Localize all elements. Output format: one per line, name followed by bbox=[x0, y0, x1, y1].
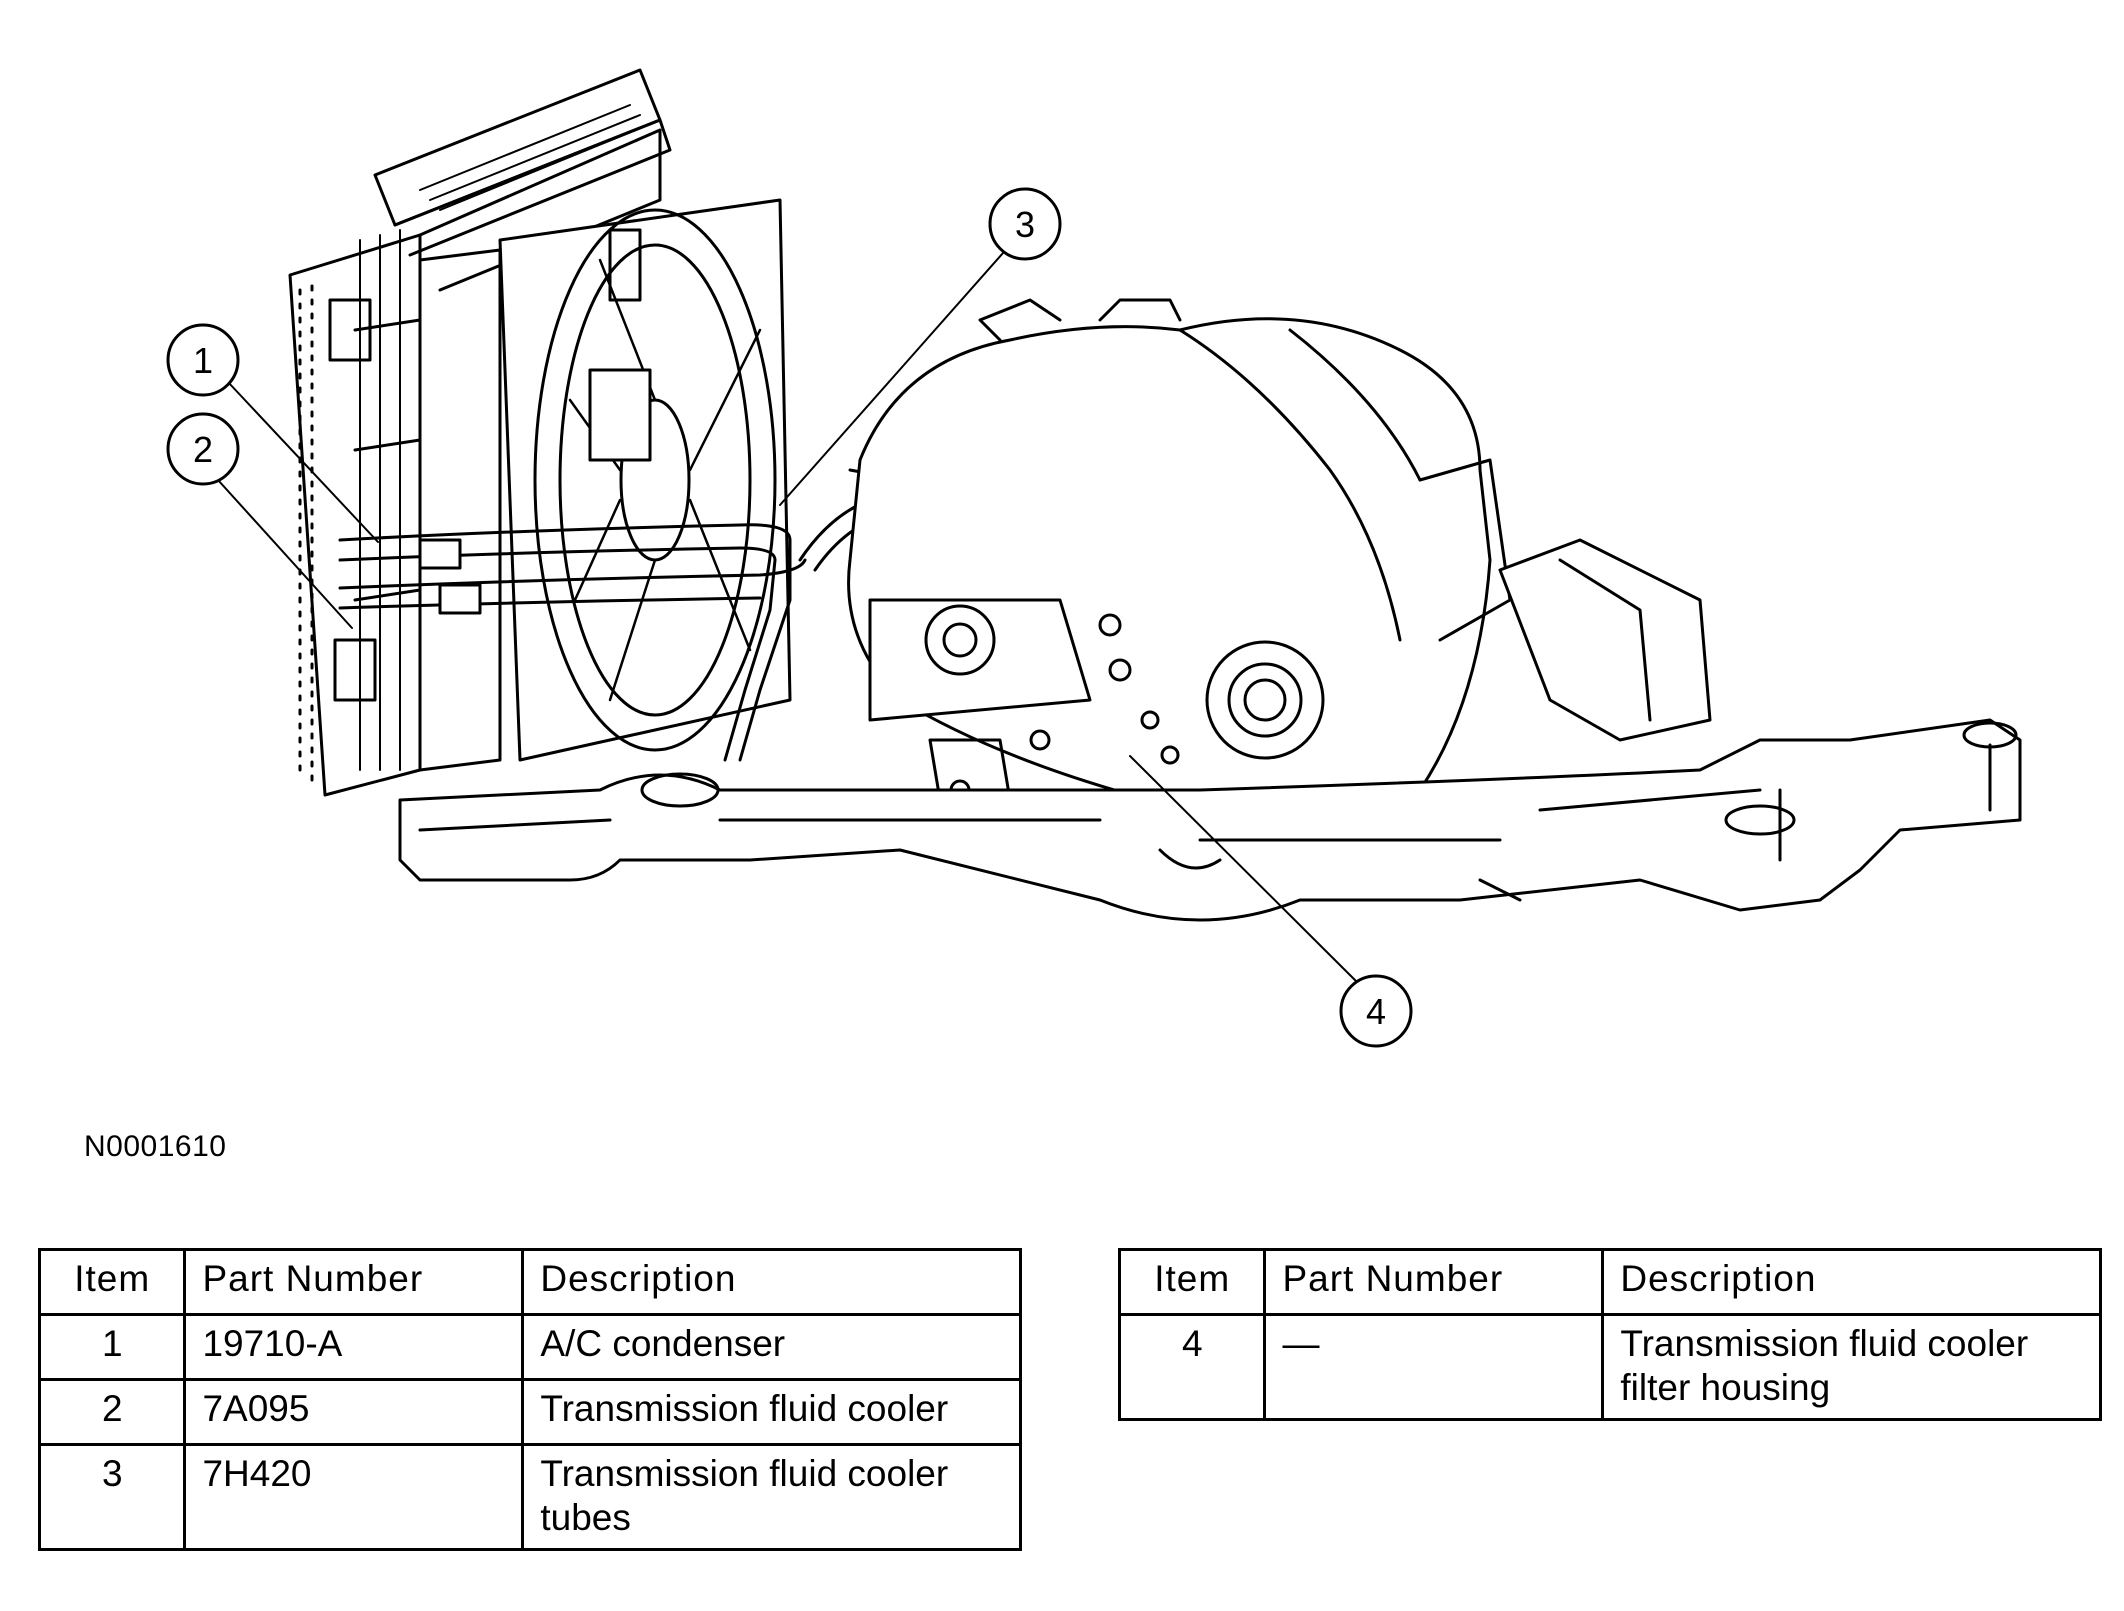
figure-id: N0001610 bbox=[84, 1130, 227, 1163]
component-illustration: 1 2 3 4 bbox=[166, 68, 2022, 1048]
table-header-row: Item Part Number Description bbox=[1117, 1248, 2102, 1316]
callout-label: 2 bbox=[193, 429, 213, 470]
cooling-fan-drawing bbox=[498, 198, 792, 762]
table-row: 4 — Transmission fluid cooler filter hou… bbox=[1117, 1313, 2102, 1421]
part-number-cell: 7H420 bbox=[183, 1443, 525, 1551]
table-header-row: Item Part Number Description bbox=[37, 1248, 1022, 1316]
callout-4: 4 bbox=[1339, 974, 1413, 1048]
subframe-drawing bbox=[398, 538, 2022, 922]
description-cell: Transmission fluid cooler filter housing bbox=[1601, 1313, 2102, 1421]
part-number-cell: 7A095 bbox=[183, 1378, 525, 1446]
description-cell: Transmission fluid cooler tubes bbox=[521, 1443, 1022, 1551]
header-item: Item bbox=[37, 1248, 187, 1316]
leader-lines bbox=[217, 252, 1364, 989]
parts-table-left: Item Part Number Description 1 19710-A A… bbox=[37, 1248, 1022, 1551]
item-cell: 3 bbox=[37, 1443, 187, 1551]
item-cell: 1 bbox=[37, 1313, 187, 1381]
callout-label: 3 bbox=[1015, 204, 1035, 245]
table-row: 1 19710-A A/C condenser bbox=[37, 1313, 1022, 1381]
cooler-hoses-drawing bbox=[338, 523, 807, 762]
description-cell: A/C condenser bbox=[521, 1313, 1022, 1381]
header-description: Description bbox=[521, 1248, 1022, 1316]
callout-2: 2 bbox=[166, 412, 240, 486]
callout-label: 4 bbox=[1366, 991, 1386, 1032]
header-part-number: Part Number bbox=[1263, 1248, 1605, 1316]
item-cell: 2 bbox=[37, 1378, 187, 1446]
callout-1: 1 bbox=[166, 323, 240, 397]
callout-label: 1 bbox=[193, 340, 213, 381]
callout-3: 3 bbox=[988, 187, 1062, 261]
transaxle-drawing bbox=[847, 298, 1512, 832]
description-cell: Transmission fluid cooler bbox=[521, 1378, 1022, 1446]
parts-table-right: Item Part Number Description 4 — Transmi… bbox=[1117, 1248, 2102, 1421]
header-item: Item bbox=[1117, 1248, 1267, 1316]
part-number-cell: — bbox=[1263, 1313, 1605, 1421]
header-part-number: Part Number bbox=[183, 1248, 525, 1316]
header-description: Description bbox=[1601, 1248, 2102, 1316]
condenser-radiator-drawing bbox=[288, 68, 672, 797]
part-number-cell: 19710-A bbox=[183, 1313, 525, 1381]
table-row: 3 7H420 Transmission fluid cooler tubes bbox=[37, 1443, 1022, 1551]
table-row: 2 7A095 Transmission fluid cooler bbox=[37, 1378, 1022, 1446]
item-cell: 4 bbox=[1117, 1313, 1267, 1421]
